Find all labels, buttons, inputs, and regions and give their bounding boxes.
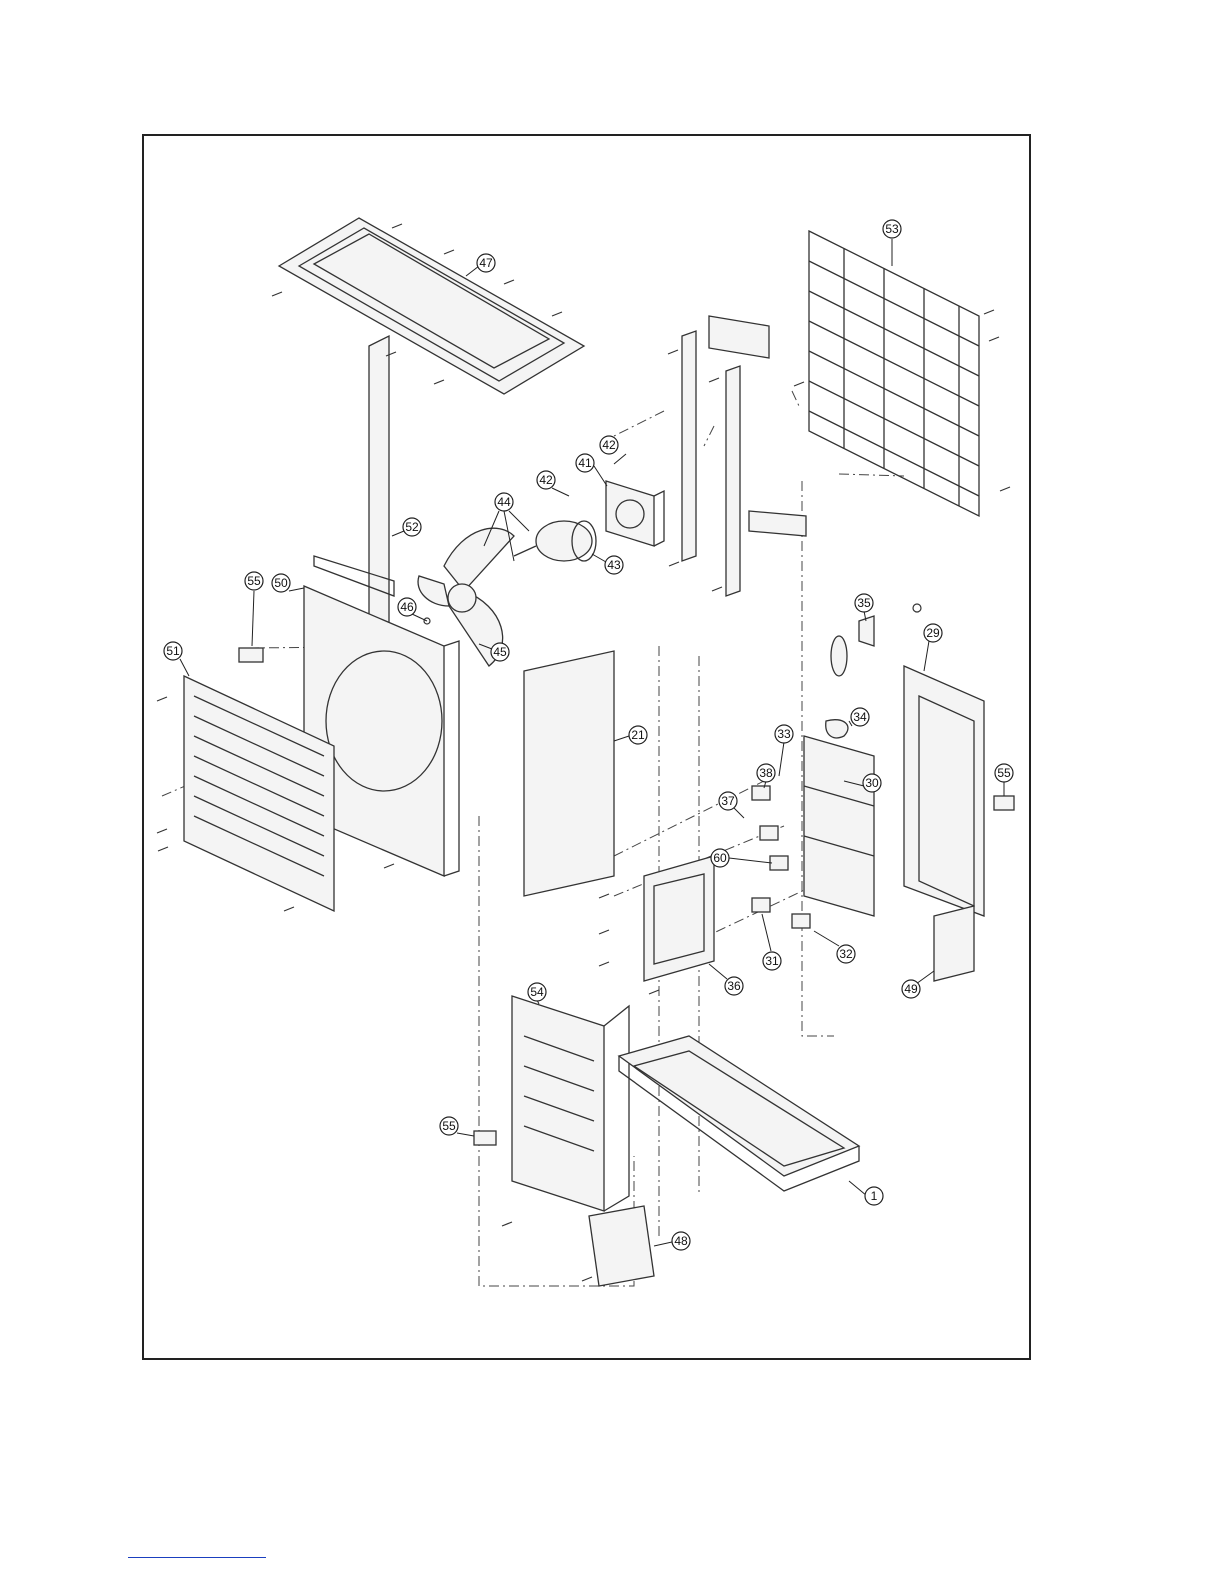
service-cover-part bbox=[934, 906, 974, 981]
corner-cover-part bbox=[589, 1206, 654, 1286]
callout-label: 45 bbox=[493, 645, 507, 659]
callout-29: 29 bbox=[924, 624, 942, 671]
callout-label: 52 bbox=[405, 520, 419, 534]
callout-label: 32 bbox=[839, 947, 853, 961]
callout-label: 55 bbox=[997, 766, 1011, 780]
callout-37: 37 bbox=[719, 792, 744, 818]
callout-label: 54 bbox=[530, 985, 544, 999]
callout-label: 42 bbox=[602, 438, 616, 452]
callout-label: 29 bbox=[926, 626, 940, 640]
callout-label: 46 bbox=[400, 600, 414, 614]
callout-46: 46 bbox=[398, 598, 427, 621]
motor-bracket-part bbox=[606, 481, 664, 546]
callout-41: 41 bbox=[576, 454, 607, 486]
callout-label: 33 bbox=[777, 727, 791, 741]
callout-55c: 55 bbox=[440, 1117, 474, 1136]
callout-label: 36 bbox=[727, 979, 741, 993]
footer-rule bbox=[128, 1557, 266, 1558]
callout-label: 44 bbox=[497, 495, 511, 509]
callout-32: 32 bbox=[814, 931, 855, 963]
callout-47: 47 bbox=[466, 254, 495, 276]
side-panel-part bbox=[904, 666, 984, 916]
callout-55b: 55 bbox=[995, 764, 1013, 796]
callout-label: 21 bbox=[631, 728, 645, 742]
callout-label: 55 bbox=[247, 574, 261, 588]
callout-33: 33 bbox=[775, 725, 793, 776]
callout-51: 51 bbox=[164, 642, 189, 676]
callout-label: 37 bbox=[721, 794, 735, 808]
callout-label: 51 bbox=[166, 644, 180, 658]
callout-label: 47 bbox=[479, 256, 493, 270]
callout-34: 34 bbox=[849, 708, 869, 726]
callout-label: 35 bbox=[857, 596, 871, 610]
callout-label: 30 bbox=[865, 776, 879, 790]
callout-21: 21 bbox=[614, 726, 647, 744]
diagram-frame: 47 53 42 41 42 bbox=[142, 134, 1031, 1360]
callout-label: 60 bbox=[713, 851, 727, 865]
callout-label: 50 bbox=[274, 576, 288, 590]
callout-label: 42 bbox=[539, 473, 553, 487]
callout-50: 50 bbox=[272, 574, 304, 592]
callout-49: 49 bbox=[902, 971, 934, 998]
callout-1: 1 bbox=[849, 1181, 883, 1205]
callout-43: 43 bbox=[592, 554, 623, 574]
callout-label: 49 bbox=[904, 982, 918, 996]
callout-label: 53 bbox=[885, 222, 899, 236]
top-panel-part bbox=[279, 218, 584, 394]
callout-31: 31 bbox=[762, 914, 781, 970]
rear-side-panel-part bbox=[512, 996, 629, 1211]
callout-label: 41 bbox=[578, 456, 592, 470]
callout-42b: 42 bbox=[537, 471, 569, 496]
callout-label: 48 bbox=[674, 1234, 688, 1248]
callout-54: 54 bbox=[528, 983, 546, 1004]
fan-motor-part bbox=[514, 521, 596, 561]
callout-38: 38 bbox=[757, 764, 775, 788]
callout-label: 43 bbox=[607, 558, 621, 572]
callout-label: 1 bbox=[871, 1189, 878, 1203]
callout-55a: 55 bbox=[245, 572, 263, 646]
vertical-rails bbox=[682, 316, 806, 596]
callout-label: 34 bbox=[853, 710, 867, 724]
base-pan-part bbox=[619, 1036, 859, 1191]
partition-part bbox=[524, 651, 614, 896]
callout-36: 36 bbox=[709, 964, 743, 995]
callout-label: 38 bbox=[759, 766, 773, 780]
exploded-parts-diagram: 47 53 42 41 42 bbox=[144, 136, 1033, 1362]
control-box-parts bbox=[644, 616, 874, 981]
callout-label: 31 bbox=[765, 954, 779, 968]
callout-52: 52 bbox=[392, 518, 421, 536]
wire-guard-part bbox=[809, 231, 979, 516]
callout-42a: 42 bbox=[600, 436, 626, 464]
callout-53: 53 bbox=[883, 220, 901, 266]
callout-60: 60 bbox=[711, 849, 772, 867]
callout-label: 55 bbox=[442, 1119, 456, 1133]
